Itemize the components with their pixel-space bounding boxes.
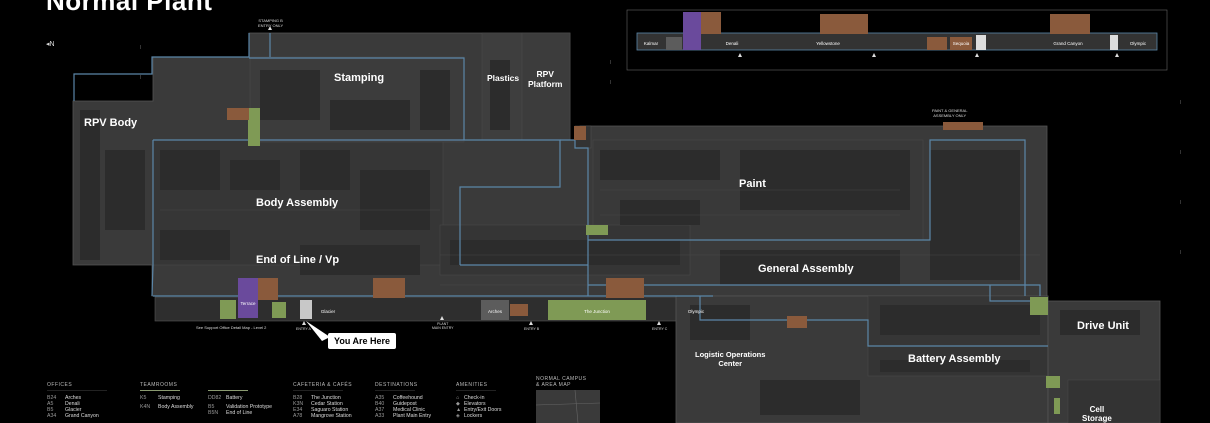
- legend-amenities-heading: AMENITIES: [456, 382, 488, 388]
- stamping-entry-note: STAMPING B ENTRY ONLY: [258, 18, 284, 28]
- dept-paint[interactable]: Paint: [739, 178, 766, 190]
- campus-mini-map: [535, 389, 601, 423]
- entry-b-label: ENTRY B: [524, 327, 540, 331]
- entry-markers: [268, 26, 1119, 325]
- entry-door-icon: ▲: [456, 407, 462, 413]
- room-the-junction[interactable]: The Junction: [584, 309, 610, 314]
- legend-destinations-heading: DESTINATIONS: [375, 382, 418, 388]
- dept-rpv-platform[interactable]: RPV Platform: [528, 69, 563, 89]
- dept-plastics[interactable]: Plastics: [487, 73, 520, 83]
- dept-body-assembly[interactable]: Body Assembly: [256, 197, 339, 209]
- dept-drive-unit[interactable]: Drive Unit: [1077, 320, 1129, 332]
- legend-offices-heading: OFFICES: [47, 382, 73, 388]
- dept-cell-storage[interactable]: Cell Storage: [1082, 405, 1112, 423]
- legend-item[interactable]: ◈Lockers: [456, 413, 483, 419]
- plant-main-entry-label: PLANT MAIN ENTRY: [432, 322, 454, 330]
- entry-a-label: ENTRY A: [296, 327, 311, 331]
- compass-label: N: [49, 41, 55, 48]
- rooms: [220, 108, 1060, 414]
- page-title: Normal Plant: [46, 0, 213, 16]
- you-are-here-pointer: [306, 321, 330, 341]
- legend-campus-map-heading: NORMAL CAMPUS & AREA MAP: [536, 376, 587, 388]
- room-terrace[interactable]: Terrace: [240, 301, 256, 306]
- dept-end-of-line[interactable]: End of Line / Vp: [256, 254, 340, 266]
- compass-icon: ◂N: [46, 41, 55, 48]
- entry-c-label: ENTRY C: [652, 327, 668, 331]
- room-olympic-upper[interactable]: Olympic: [1129, 41, 1147, 46]
- dept-logistic-operations[interactable]: Logistic Operations Center: [695, 350, 766, 368]
- paint-entry-note: PAINT & GENERAL ASSEMBLY ONLY: [932, 108, 968, 118]
- dept-stamping[interactable]: Stamping: [334, 72, 385, 84]
- legend-item[interactable]: ⌂Check-in: [456, 395, 485, 401]
- room-denali[interactable]: Denali: [725, 41, 739, 46]
- legend-cafeteria-heading: CAFETERIA & CAFÉS: [293, 382, 353, 388]
- dept-general-assembly[interactable]: General Assembly: [758, 263, 854, 275]
- support-office-note: See Support Office Detail Map - Level 2: [196, 325, 267, 330]
- room-yellowstone[interactable]: Yellowstone: [816, 41, 840, 46]
- you-are-here-label: You Are Here: [328, 333, 397, 349]
- support-office-strip: [626, 9, 1168, 71]
- elevator-icon: ◆: [456, 401, 460, 407]
- legend-item[interactable]: ▲Entry/Exit Doors: [456, 407, 502, 413]
- legend-lines: [47, 390, 496, 391]
- room-kalmar[interactable]: Kalmar: [643, 41, 659, 46]
- room-sequoia[interactable]: Sequoia: [952, 41, 970, 46]
- check-in-icon: ⌂: [456, 395, 460, 401]
- room-glacier[interactable]: Glacier: [320, 309, 336, 314]
- legend-amenities-list: ⌂Check-in ◆Elevators ▲Entry/Exit Doors ◈…: [456, 395, 501, 419]
- dept-battery-assembly[interactable]: Battery Assembly: [908, 353, 1001, 365]
- legend-teamrooms-heading: TEAMROOMS: [140, 382, 178, 388]
- room-olympic[interactable]: Olympic: [687, 309, 705, 314]
- locker-icon: ◈: [456, 413, 460, 419]
- room-grand-canyon[interactable]: Grand Canyon: [1053, 41, 1083, 46]
- south-buildings: [675, 295, 1161, 423]
- dept-rpv-body[interactable]: RPV Body: [84, 117, 138, 129]
- legend-item[interactable]: ◆Elevators: [456, 401, 486, 407]
- room-arches[interactable]: Arches: [487, 309, 502, 314]
